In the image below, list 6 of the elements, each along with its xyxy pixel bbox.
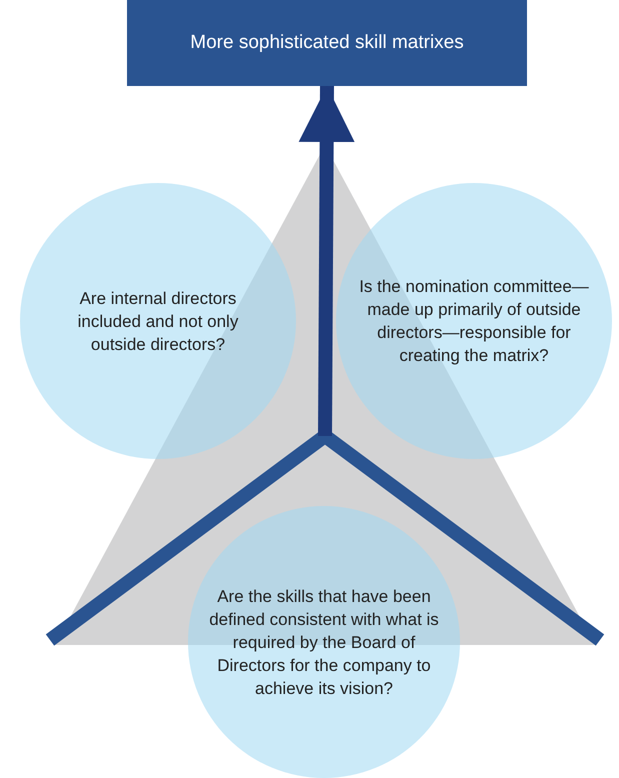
question-text: Are internal directors included and not only outside directors? (76, 288, 240, 356)
title-text: More sophisticated skill matrixes (190, 32, 464, 54)
arrow (298, 86, 355, 436)
question-text: Is the nomination committee—made up primarily of outside directors—responsible for creating the matrix? (358, 276, 590, 367)
question-text: Are the skills that have been defined consistent with what is required by the Board of Directors for the company to achieve its vision? (208, 586, 440, 700)
title-banner (127, 0, 527, 86)
